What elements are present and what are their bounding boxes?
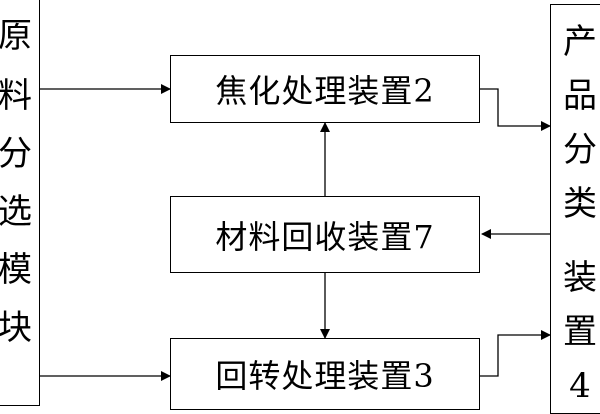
- arrow-coking-to-product: [480, 88, 551, 131]
- arrow-rotary-to-product: [480, 330, 551, 377]
- product-sorting-char: 置: [563, 312, 597, 352]
- rotary-device-label: 回转处理装置3: [215, 357, 435, 395]
- raw-sorting-char: 模: [0, 250, 32, 290]
- product-sorting-char: 装: [563, 258, 597, 298]
- raw-sorting-char: 料: [0, 76, 32, 116]
- material-recovery-device-label: 材料回收装置7: [215, 217, 435, 256]
- product-sorting-char: 品: [563, 76, 597, 116]
- product-sorting-char: 分: [563, 130, 597, 170]
- product-sorting-char: 4: [569, 366, 591, 406]
- raw-sorting-char: 块: [0, 308, 32, 348]
- product-sorting-char: 产: [563, 22, 597, 62]
- rotary-device-box: 回转处理装置3: [170, 338, 480, 410]
- raw-sorting-char: 分: [0, 134, 32, 174]
- product-sorting-device-box: 产 品 分 类 装 置 4: [550, 4, 600, 414]
- material-recovery-device-box: 材料回收装置7: [170, 196, 480, 273]
- coking-device-box: 焦化处理装置2: [170, 55, 480, 123]
- raw-sorting-char: 原: [0, 16, 32, 56]
- raw-sorting-module-box: 原 料 分 选 模 块: [0, 0, 40, 406]
- connector-layer: [40, 84, 551, 381]
- coking-device-label: 焦化处理装置2: [215, 72, 435, 110]
- raw-sorting-char: 选: [0, 192, 32, 232]
- product-sorting-char: 类: [563, 184, 597, 224]
